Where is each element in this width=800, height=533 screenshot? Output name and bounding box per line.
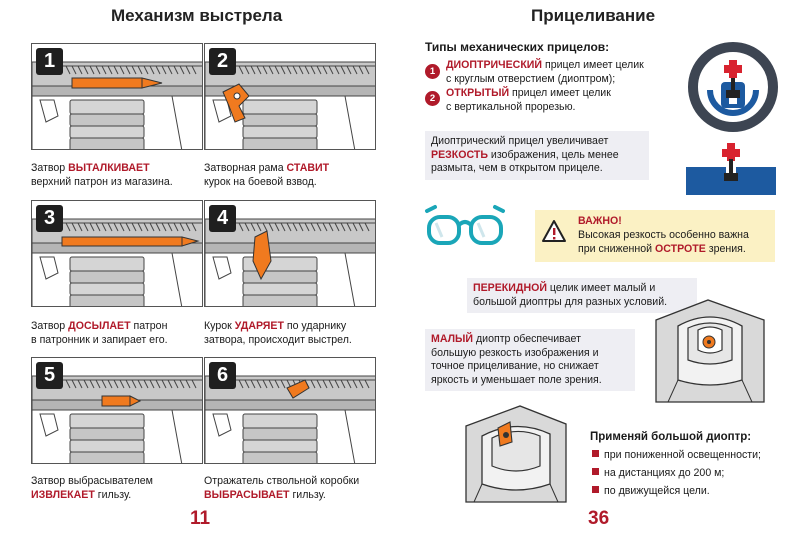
info1-line1: Диоптрический прицел увеличивает — [431, 135, 609, 147]
large-diopter-illustration — [465, 405, 567, 503]
caption-text: курок на боевой взвод. — [204, 175, 317, 188]
flip-em: ПЕРЕКИДНОЙ — [473, 282, 547, 294]
step-number-badge: 5 — [36, 362, 63, 389]
glasses-icon — [425, 205, 505, 245]
step-number-badge: 6 — [209, 362, 236, 389]
flip-rest: целик имеет малый и — [546, 282, 656, 294]
small-em: МАЛЫЙ — [431, 333, 474, 345]
caption-text: Затворная рама — [204, 162, 287, 174]
caption-emphasis: ВЫБРАСЫВАЕТ — [204, 488, 290, 501]
caption-text: в патронник и запирает его. — [31, 333, 168, 346]
step-number-badge: 3 — [36, 205, 63, 232]
info1-line2: изображения, цель менее — [487, 148, 619, 161]
mechanism-step-illustration: 6 — [204, 357, 376, 464]
type2-line2: с вертикальной прорезью. — [446, 100, 576, 113]
left-page-number: 11 — [190, 508, 211, 529]
mechanism-step-illustration: 4 — [204, 200, 376, 307]
big-diopter-heading: Применяй большой диоптр: — [590, 431, 752, 443]
caption-text: гильзу. — [289, 488, 326, 501]
caption-emphasis: СТАВИТ — [286, 162, 330, 174]
open-sight-icon — [686, 143, 776, 195]
type2-number: 2 — [425, 91, 440, 106]
type2-em: ОТКРЫТЫЙ — [446, 87, 510, 99]
type1-number: 1 — [425, 64, 440, 79]
small-diopter-box: МАЛЫЙ диоптр обеспечивает большую резкос… — [425, 329, 635, 391]
caption-emphasis: УДАРЯЕТ — [234, 320, 284, 332]
type1-rest: прицел имеет целик — [542, 59, 644, 71]
small-line2: большую резкость изображения и — [431, 346, 599, 359]
big-diopter-item: при пониженной освещенности; — [592, 449, 761, 462]
caption-text: гильзу. — [94, 488, 132, 501]
type1-text: ДИОПТРИЧЕСКИЙ прицел имеет целик с кругл… — [446, 59, 644, 86]
type1-em: ДИОПТРИЧЕСКИЙ — [446, 59, 543, 71]
caption-text: верхний патрон из магазина. — [31, 175, 173, 188]
mechanism-step-illustration: 3 — [31, 200, 203, 307]
small-line3: точное прицеливание, но снижает — [431, 360, 599, 372]
caption-text: Затвор — [31, 320, 69, 332]
warning-box: ВАЖНО! Высокая резкость особенно важна п… — [535, 210, 775, 262]
warning-em: ОСТРОТЕ — [655, 242, 706, 255]
caption-text: Затвор выбрасывателем — [31, 475, 153, 487]
small-line4: яркость и уменьшает поле зрения. — [431, 373, 602, 386]
small-diopter-illustration — [655, 299, 765, 403]
info1-em: РЕЗКОСТЬ — [431, 148, 488, 161]
warning-line2-pre: при сниженной — [578, 242, 655, 255]
big-item-text: при пониженной освещенности; — [604, 449, 761, 461]
type1-line2: с круглым отверстием (диоптром); — [446, 72, 616, 85]
warning-title: ВАЖНО! — [578, 215, 622, 227]
step-number-badge: 4 — [209, 205, 236, 232]
caption-text: Курок — [204, 320, 235, 332]
caption-text: Затвор — [31, 162, 69, 174]
type2-text: ОТКРЫТЫЙ прицел имеет целик с вертикальн… — [446, 87, 611, 114]
big-diopter-item: на дистанциях до 200 м; — [592, 467, 724, 480]
warning-line1: Высокая резкость особенно важна — [578, 229, 749, 241]
type2-rest: прицел имеет целик — [509, 87, 611, 99]
big-item-text: на дистанциях до 200 м; — [604, 467, 725, 479]
mechanism-step-illustration: 1 — [31, 43, 203, 150]
sharpness-info-box: Диоптрический прицел увеличивает РЕЗКОСТ… — [425, 131, 649, 180]
caption-text: патрон — [130, 320, 168, 332]
caption-text: Отражатель ствольной коробки — [204, 475, 360, 487]
warning-text: Высокая резкость особенно важна при сниж… — [578, 229, 749, 256]
step-number-badge: 1 — [36, 48, 63, 75]
caption-text: затвора, происходит выстрел. — [204, 333, 352, 346]
flip-line2: большой диоптры для разных условий. — [473, 295, 668, 308]
warning-line2-post: зрения. — [705, 242, 746, 255]
flip-sight-box: ПЕРЕКИДНОЙ целик имеет малый и большой д… — [467, 278, 697, 313]
sight-types-heading: Типы механических прицелов: — [425, 40, 610, 54]
caption-emphasis: ИЗВЛЕКАЕТ — [31, 488, 95, 501]
big-diopter-item: по движущейся цели. — [592, 485, 710, 498]
mechanism-step-illustration: 2 — [204, 43, 376, 150]
left-page-title: Механизм выстрела — [111, 6, 283, 25]
info1-line3: размыта, чем в открытом прицеле. — [431, 162, 603, 174]
step-number-badge: 2 — [209, 48, 236, 75]
caption-emphasis: ВЫТАЛКИВАЕТ — [68, 162, 150, 174]
big-item-text: по движущейся цели. — [604, 485, 710, 497]
small-rest: диоптр обеспечивает — [473, 333, 581, 345]
warning-icon — [542, 220, 566, 242]
mechanism-step-illustration: 5 — [31, 357, 203, 464]
caption-text: по ударнику — [283, 320, 347, 332]
right-page-title: Прицеливание — [531, 6, 656, 25]
right-page-number: 36 — [588, 508, 610, 529]
caption-emphasis: ДОСЫЛАЕТ — [68, 320, 131, 332]
diopter-sight-icon — [688, 42, 778, 132]
